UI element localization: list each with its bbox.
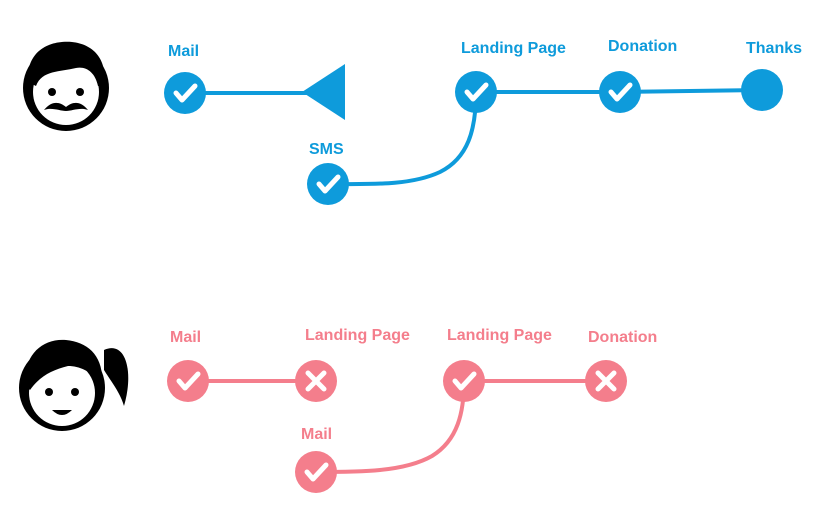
check-icon	[304, 462, 329, 482]
step-node-check	[295, 451, 337, 493]
journey-b-step-label: Mail	[301, 426, 333, 443]
journey-a-step-label: SMS	[309, 141, 344, 158]
cross-icon	[305, 370, 327, 392]
step-node-filled	[741, 69, 783, 111]
step-node-check	[307, 163, 349, 205]
journey-a-step-label: Thanks	[746, 40, 803, 57]
journey-b-step-label: Donation	[588, 329, 658, 346]
step-node-check	[164, 72, 206, 114]
journey-a-step-label: Mail	[168, 43, 200, 60]
step-node-check	[455, 71, 497, 113]
step-node-check	[443, 360, 485, 402]
check-icon	[176, 371, 201, 391]
journey-b-step-label: Landing Page	[447, 327, 552, 344]
check-icon	[464, 82, 489, 102]
journey-a-connectors	[183, 88, 764, 187]
journey-a-step-label: Landing Page	[461, 40, 566, 57]
journey-a-step-label: Donation	[608, 38, 678, 55]
cross-icon	[595, 370, 617, 392]
girl-with-ponytail-icon	[19, 339, 129, 431]
step-node-check	[167, 360, 209, 402]
check-icon	[608, 82, 633, 102]
check-icon	[173, 83, 198, 103]
journey-b-connectors	[186, 379, 608, 474]
check-icon	[316, 174, 341, 194]
journey-b-step-label: Landing Page	[305, 327, 410, 344]
triangle-arrow-icon	[302, 64, 345, 120]
connector-sms-to-landing	[326, 90, 478, 187]
step-node-cross	[585, 360, 627, 402]
step-node-check	[599, 71, 641, 113]
step-node-cross	[295, 360, 337, 402]
journey-b-step-label: Mail	[170, 329, 202, 346]
journey-nodes	[164, 69, 783, 493]
man-with-mustache-icon	[23, 41, 109, 131]
check-icon	[452, 371, 477, 391]
connector-donation-to-thanks	[618, 88, 764, 94]
connector-mail-to-landing-2	[314, 379, 466, 474]
